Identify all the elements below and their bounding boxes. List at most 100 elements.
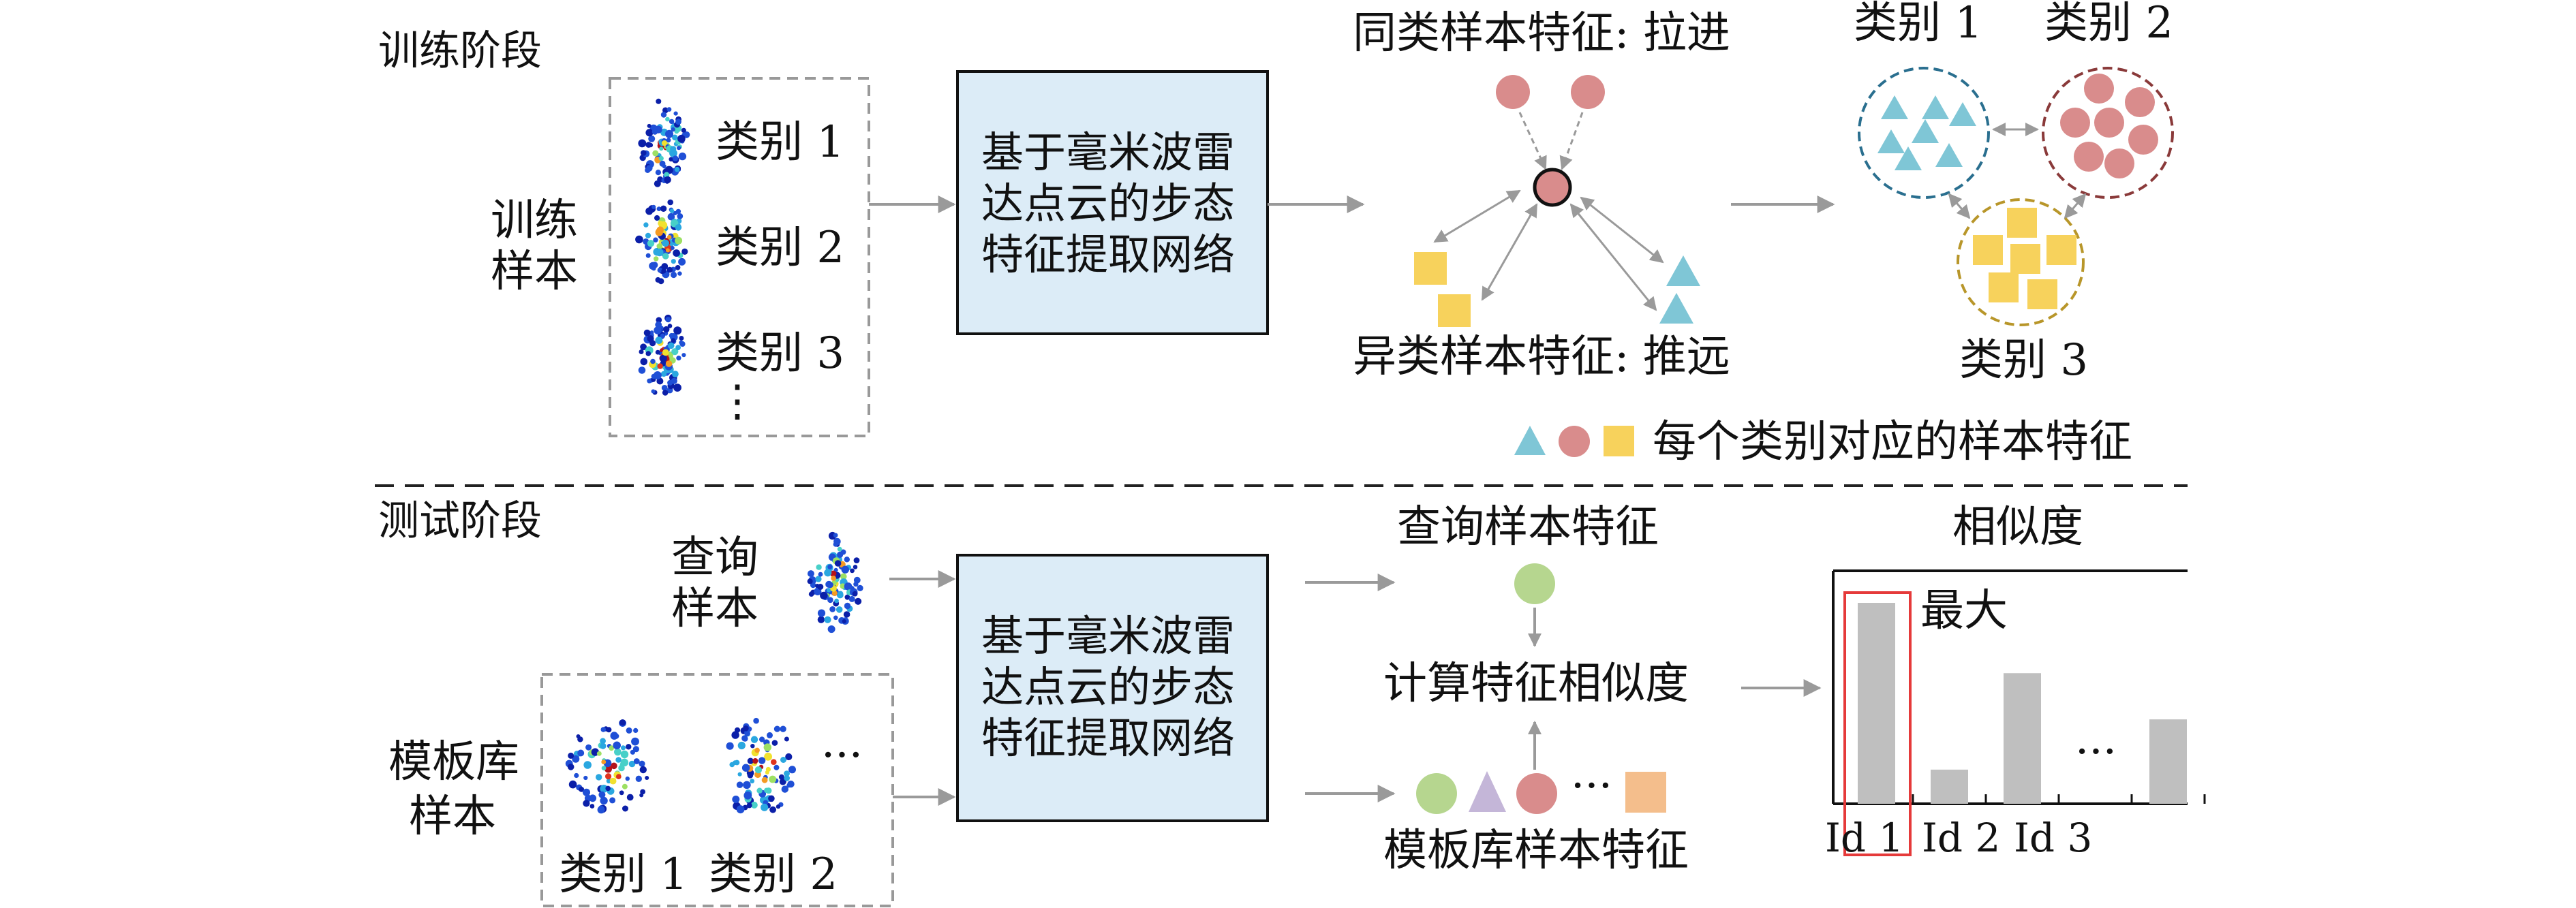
point-cloud-dot xyxy=(675,224,682,231)
point-cloud-dot xyxy=(660,112,667,118)
point-cloud-dot xyxy=(848,595,855,602)
point-cloud-dot xyxy=(764,752,772,761)
point-cloud-dot xyxy=(675,236,683,245)
point-cloud-dot xyxy=(743,781,751,789)
testing-stage-label: 测试阶段 xyxy=(378,497,542,545)
compute-similarity-label: 计算特征相似度 xyxy=(1383,659,1689,709)
point-cloud-dot xyxy=(666,138,671,143)
cluster-2-circle xyxy=(2060,108,2090,138)
point-cloud-dot xyxy=(736,781,743,788)
point-cloud-dot xyxy=(589,804,595,809)
training-samples-ellipsis: ⋮ xyxy=(716,376,759,426)
point-cloud-dot xyxy=(681,127,686,133)
point-cloud-dot xyxy=(743,725,749,732)
point-cloud-dot xyxy=(577,749,585,757)
point-cloud-dot xyxy=(850,568,855,574)
point-cloud-dot xyxy=(626,744,632,750)
point-cloud-dot xyxy=(779,778,786,785)
point-cloud-dot xyxy=(833,615,838,621)
point-cloud-dot xyxy=(662,390,669,396)
cluster-3-square xyxy=(2010,244,2040,274)
point-cloud-dot xyxy=(734,727,741,733)
tick-label-id-2: Id 2 xyxy=(1922,815,2000,861)
point-cloud-dot xyxy=(614,748,622,756)
point-cloud-dot xyxy=(661,385,668,391)
point-cloud-dot xyxy=(656,248,664,257)
cluster-2-circle xyxy=(2074,142,2104,172)
point-cloud-dot xyxy=(650,358,656,364)
pull-label: 同类样本特征: 拉进 xyxy=(1353,8,1730,59)
point-cloud-dot xyxy=(568,780,577,789)
point-cloud-dot xyxy=(657,363,663,369)
point-cloud-dot xyxy=(681,353,686,358)
point-cloud-dot xyxy=(758,757,766,764)
point-cloud-dot xyxy=(664,176,671,184)
similarity-bar xyxy=(2004,673,2041,804)
point-cloud-dot xyxy=(829,606,835,612)
query-feature-circle xyxy=(1514,563,1555,604)
pull-arrow-2 xyxy=(1559,112,1584,170)
cluster-arrow-1-3 xyxy=(1948,193,1971,219)
point-cloud-dot xyxy=(662,107,669,114)
point-cloud-dot xyxy=(619,719,626,726)
point-cloud-dot xyxy=(661,268,666,274)
point-cloud-dot xyxy=(844,602,851,610)
point-cloud-dot xyxy=(726,742,734,750)
legend-triangle-icon xyxy=(1514,426,1546,455)
point-cloud-dot xyxy=(656,243,663,249)
cluster-2-circle xyxy=(2084,74,2114,104)
training-class-label-1: 类别 1 xyxy=(716,117,844,168)
point-cloud-dot xyxy=(671,377,677,384)
point-cloud-dot xyxy=(674,129,679,134)
point-cloud-dot xyxy=(600,796,608,805)
point-cloud-dot xyxy=(675,119,681,125)
point-cloud-dot xyxy=(667,342,675,349)
point-cloud-dot xyxy=(609,797,616,804)
point-cloud-dot xyxy=(675,345,681,351)
point-cloud-dot xyxy=(759,736,765,742)
gallery-feature-red-circle xyxy=(1516,773,1557,814)
point-cloud-dot xyxy=(669,119,675,125)
point-cloud-dot xyxy=(780,725,786,732)
point-cloud-dot xyxy=(646,165,653,172)
point-cloud-dot xyxy=(667,213,675,221)
training-class-label-2: 类别 2 xyxy=(716,223,844,273)
testing-network-line1: 基于毫米波雷 xyxy=(981,611,1235,661)
cluster-3-square xyxy=(2007,208,2037,238)
cluster-3-square xyxy=(1989,272,2019,302)
point-cloud-dot xyxy=(678,257,686,266)
point-cloud-dot xyxy=(785,753,793,761)
point-cloud-dot xyxy=(663,326,670,333)
point-cloud-dot xyxy=(830,570,837,577)
gallery-label-line2: 样本 xyxy=(409,792,496,842)
point-cloud-dot xyxy=(625,776,630,781)
point-cloud-dot xyxy=(827,625,835,633)
chart-ticks xyxy=(1912,794,2206,804)
gallery-feature-label: 模板库样本特征 xyxy=(1383,826,1689,876)
point-cloud-dot xyxy=(645,232,651,238)
different-class-triangle-1 xyxy=(1666,255,1700,286)
point-cloud-dot xyxy=(659,160,666,167)
point-cloud-dot xyxy=(750,744,755,749)
point-cloud-dot xyxy=(769,806,776,813)
training-stage-label: 训练阶段 xyxy=(378,27,542,75)
training-class-label-3: 类别 3 xyxy=(716,328,844,379)
point-cloud-dot xyxy=(672,371,679,377)
point-cloud-dot xyxy=(667,324,673,328)
point-cloud-dot xyxy=(769,775,777,783)
point-cloud-dot xyxy=(583,800,590,807)
point-cloud-dot xyxy=(754,747,760,753)
push-arrow-square xyxy=(1481,203,1538,301)
point-cloud-dot xyxy=(600,727,607,732)
point-cloud-dot xyxy=(651,129,658,135)
point-cloud-dot xyxy=(857,584,863,592)
point-cloud-dot xyxy=(835,606,843,613)
point-cloud-dot xyxy=(837,551,844,559)
point-cloud-dot xyxy=(754,766,763,774)
point-cloud-dot xyxy=(597,806,605,814)
point-cloud-dot xyxy=(633,758,640,764)
point-cloud-dot xyxy=(671,127,675,132)
point-cloud-dot xyxy=(756,787,763,794)
cluster-arrow-2-3 xyxy=(2064,193,2087,219)
point-cloud-dot xyxy=(598,791,606,798)
